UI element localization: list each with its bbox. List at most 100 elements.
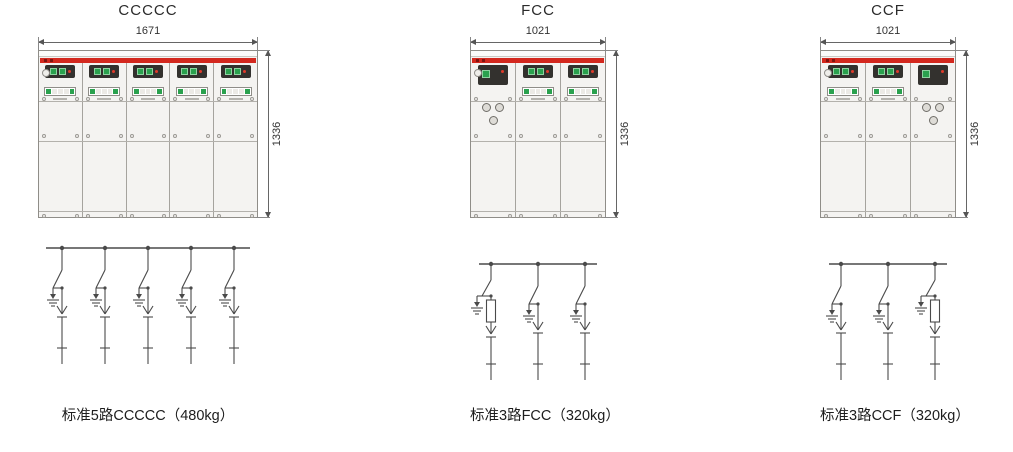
cell <box>157 89 162 94</box>
screw <box>948 134 952 138</box>
height-value: 1336 <box>271 121 283 147</box>
cabinet-front-view <box>820 50 956 218</box>
cabinet-divider <box>39 101 257 102</box>
extension-line <box>954 217 968 218</box>
cell <box>897 89 902 94</box>
extension-line <box>604 217 618 218</box>
width-value: 1021 <box>875 25 901 37</box>
label-plate <box>140 98 155 100</box>
label-plate <box>97 98 112 100</box>
green-indicator <box>58 68 66 75</box>
cabinet-front-view <box>38 50 258 218</box>
operation-button <box>482 103 491 112</box>
indicator-strip <box>872 87 904 96</box>
screw <box>162 214 167 218</box>
cell <box>227 89 233 94</box>
cell <box>200 89 206 94</box>
cell <box>90 89 95 94</box>
width-dimension: 1671 <box>38 25 258 53</box>
screw <box>217 97 222 101</box>
screw <box>206 134 211 138</box>
screw <box>42 214 46 218</box>
screw <box>914 97 918 101</box>
screw <box>553 97 557 101</box>
arrow-right-icon <box>252 39 258 45</box>
cell <box>101 89 107 94</box>
dimension-line <box>966 51 967 217</box>
screw <box>914 214 918 218</box>
extension-line <box>257 37 258 53</box>
indicator-strip <box>567 87 599 96</box>
green-indicator <box>877 68 885 75</box>
screw <box>553 134 557 138</box>
cabinet-panels <box>39 63 257 218</box>
indicator-strip <box>827 87 859 96</box>
arrow-up-icon <box>265 50 271 56</box>
screw <box>914 134 918 138</box>
cabinet-divider <box>821 101 955 102</box>
cell <box>524 89 529 94</box>
cell <box>145 89 151 94</box>
unit-fcc: FCC 1021 1336 标准3路FCC（320kg） <box>450 0 640 452</box>
screw <box>129 134 134 138</box>
cabinet-top-strip <box>39 51 257 57</box>
red-indicator <box>590 70 594 73</box>
cell <box>63 89 69 94</box>
arrow-down-icon <box>265 212 271 218</box>
green-indicator <box>832 68 840 75</box>
cell <box>891 89 897 94</box>
switch-circuit <box>826 261 847 380</box>
indicator-strip <box>44 87 77 96</box>
screw <box>129 97 134 101</box>
screw <box>858 97 862 101</box>
label-plate <box>576 98 590 100</box>
screw <box>564 214 568 218</box>
label-plate <box>184 98 199 100</box>
green-indicator <box>146 68 154 75</box>
cell <box>529 89 535 94</box>
green-indicator <box>536 68 544 75</box>
red-indicator <box>111 70 115 73</box>
cell <box>829 89 834 94</box>
switch-panel <box>515 63 560 218</box>
cabinet-panels <box>471 63 605 218</box>
switch-circuit <box>873 261 894 380</box>
unit-caption: 标准3路CCF（320kg） <box>820 408 970 424</box>
red-indicator <box>501 70 504 73</box>
green-indicator <box>886 68 894 75</box>
switch-mechanism <box>568 65 598 78</box>
cell <box>852 89 857 94</box>
screw <box>948 214 952 218</box>
cell <box>586 89 592 94</box>
switch-circuit <box>570 261 591 380</box>
height-dimension: 1336 <box>954 50 981 218</box>
height-dimension: 1336 <box>604 50 631 218</box>
screw <box>162 97 167 101</box>
switch-panel <box>39 63 82 218</box>
pressure-gauge <box>42 69 50 77</box>
fuse-panel <box>910 63 955 218</box>
cell <box>834 89 840 94</box>
screw <box>598 97 602 101</box>
switch-panel <box>865 63 910 218</box>
screw <box>474 134 478 138</box>
indicator-strip <box>88 87 121 96</box>
extension-line <box>256 50 270 51</box>
indicator-strip <box>219 87 252 96</box>
screw <box>903 97 907 101</box>
cell <box>133 89 139 94</box>
width-dimension: 1021 <box>470 25 606 53</box>
cell <box>151 89 157 94</box>
screw <box>217 214 222 218</box>
label-plate <box>531 98 545 100</box>
indicator-strip <box>522 87 554 96</box>
cell <box>244 89 250 94</box>
switch-circuit <box>47 245 68 364</box>
operation-button <box>488 116 498 125</box>
screw <box>74 214 79 218</box>
cabinet-divider <box>471 101 605 102</box>
operation-button <box>495 103 504 112</box>
cell <box>885 89 891 94</box>
cell <box>574 89 580 94</box>
